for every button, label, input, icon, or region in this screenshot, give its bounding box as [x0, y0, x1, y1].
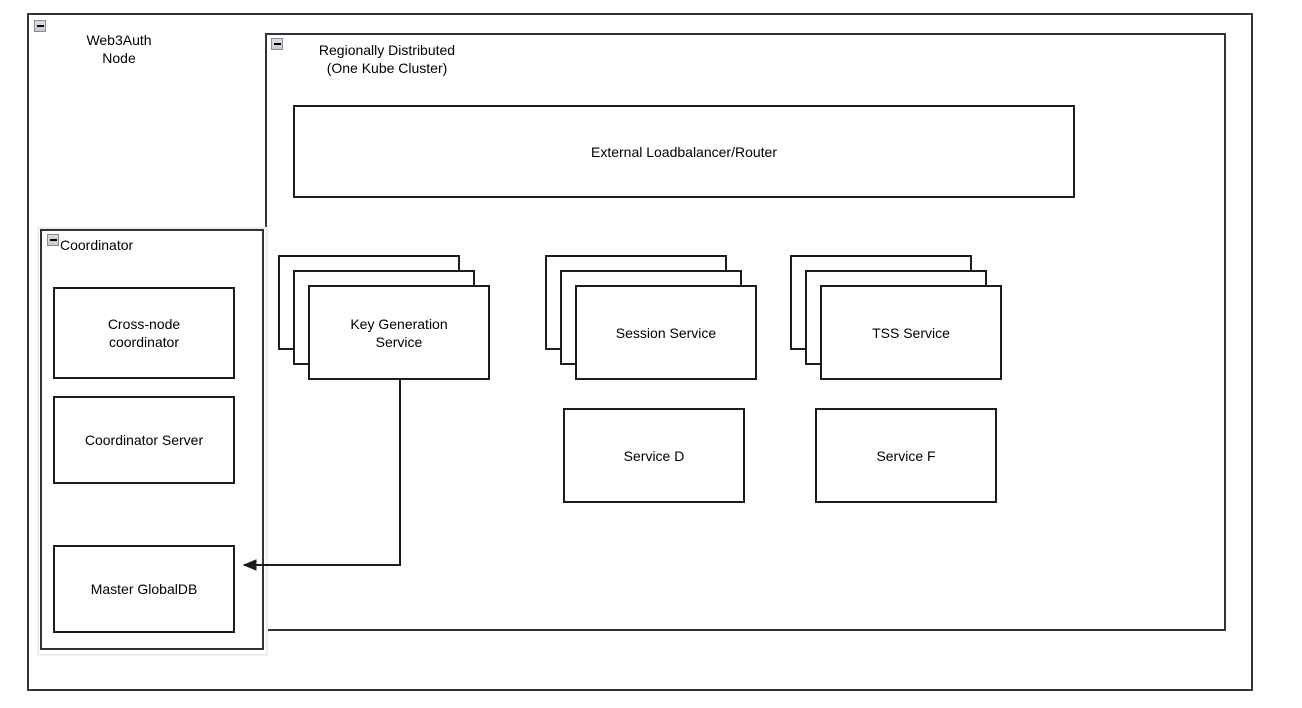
minus-icon-web3auth-node[interactable] — [34, 20, 46, 32]
box-coordinator-server[interactable]: Coordinator Server — [53, 396, 235, 484]
box-master-globaldb[interactable]: Master GlobalDB — [53, 545, 235, 633]
box-tss-service[interactable]: TSS Service — [820, 285, 1002, 380]
minus-icon-coordinator[interactable] — [47, 234, 59, 246]
box-session-service[interactable]: Session Service — [575, 285, 757, 380]
box-service-d[interactable]: Service D — [563, 408, 745, 503]
container-title-web3auth-node: Web3Auth Node — [86, 32, 152, 66]
minus-icon-cluster[interactable] — [271, 38, 283, 50]
container-title-coordinator: Coordinator — [60, 237, 134, 253]
box-cross-node-coordinator[interactable]: Cross-node coordinator — [53, 287, 235, 379]
box-service-f[interactable]: Service F — [815, 408, 997, 503]
container-title-cluster: Regionally Distributed (One Kube Cluster… — [318, 42, 456, 76]
box-key-generation-service[interactable]: Key Generation Service — [308, 285, 490, 380]
box-external-loadbalancer-router[interactable]: External Loadbalancer/Router — [293, 105, 1075, 198]
